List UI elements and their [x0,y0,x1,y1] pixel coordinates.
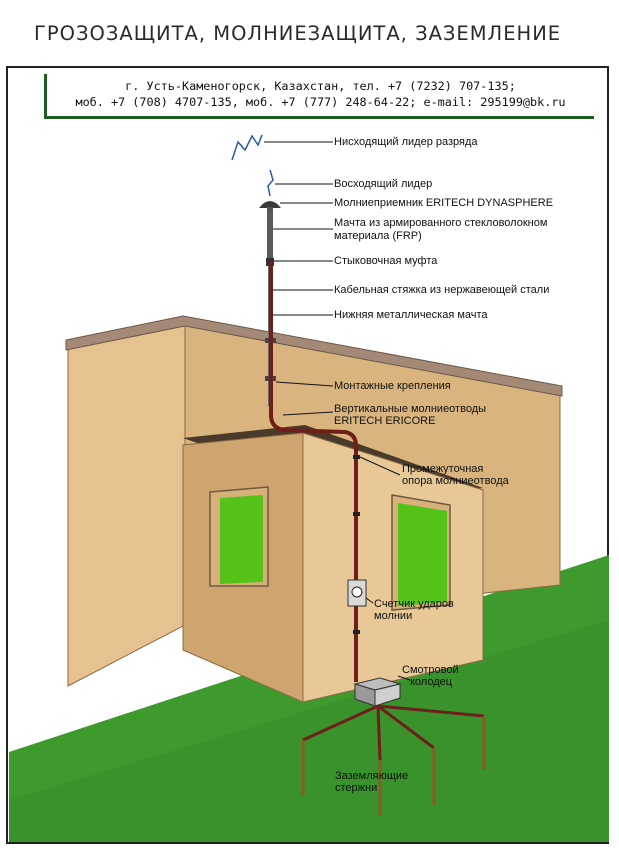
back-building-roof-edge [65,315,563,397]
air-terminal-dome [259,201,281,208]
label-cable-tie: Кабельная стяжка из нержавеющей стали [334,284,550,296]
air-terminal-base [267,207,273,213]
label-downconductor-line2: ERITECH ERICORE [334,415,436,427]
contact-info-box: г. Усть-Каменогорск, Казахстан, тел. +7 … [44,74,594,119]
right-window-glass [398,503,447,606]
inspection-pit-side [374,683,401,707]
frp-mast [267,212,273,262]
label-pit-line2: колодец [410,676,453,688]
page-title: ГРОЗОЗАЩИТА, МОЛНИЕЗАЩИТА, ЗАЗЕМЛЕНИЕ [34,22,562,45]
label-lower-mast: Нижняя металлическая мачта [334,309,488,321]
label-air-terminal: Молниеприемник ERITECH DYNASPHERE [334,197,554,209]
grass-shade [9,620,609,842]
grounding-radials [302,704,485,761]
conductor-support-1 [353,455,360,459]
label-pit-line1: Смотровой [402,664,459,676]
label-rods-line1: Заземляющие [335,770,409,782]
label-coupling: Стыковочная муфта [334,255,438,267]
label-downconductor-line1: Вертикальные молниеотводы [334,403,487,415]
label-support-line1: Промежуточная [402,463,484,475]
label-frp-mast-line1: Мачта из армированного стекловолокном [334,217,548,229]
label-counter-line1: Счетчик ударов [374,598,454,610]
strike-counter-dial [351,586,363,598]
grounding-rods [301,716,486,815]
conductor-support-2 [353,512,360,516]
label-ascending-leader: Восходящий лидер [334,178,433,190]
callout-leader-lines [264,141,411,681]
label-descending-leader: Нисходящий лидер разряда [334,136,478,148]
label-counter-line2: молнии [374,610,413,622]
label-rods-line2: стержни [335,782,378,794]
down-conductor-cable [269,262,358,682]
left-window-glass [220,495,263,584]
ascending-leader-spark [267,169,274,197]
contact-line-mobile-email: моб. +7 (708) 4707-135, моб. +7 (777) 24… [75,95,566,109]
diagram-frame [6,66,609,844]
descending-leader-bolt [231,134,263,161]
conductor-support-3 [353,630,360,634]
contact-line-address: г. Усть-Каменогорск, Казахстан, тел. +7 … [125,79,516,93]
label-support-line2: опора молниеотвода [402,475,509,487]
label-frp-mast-line2: материала (FRP) [334,230,422,242]
label-mounting: Монтажные крепления [334,380,451,392]
back-building-front-wall [67,324,186,687]
